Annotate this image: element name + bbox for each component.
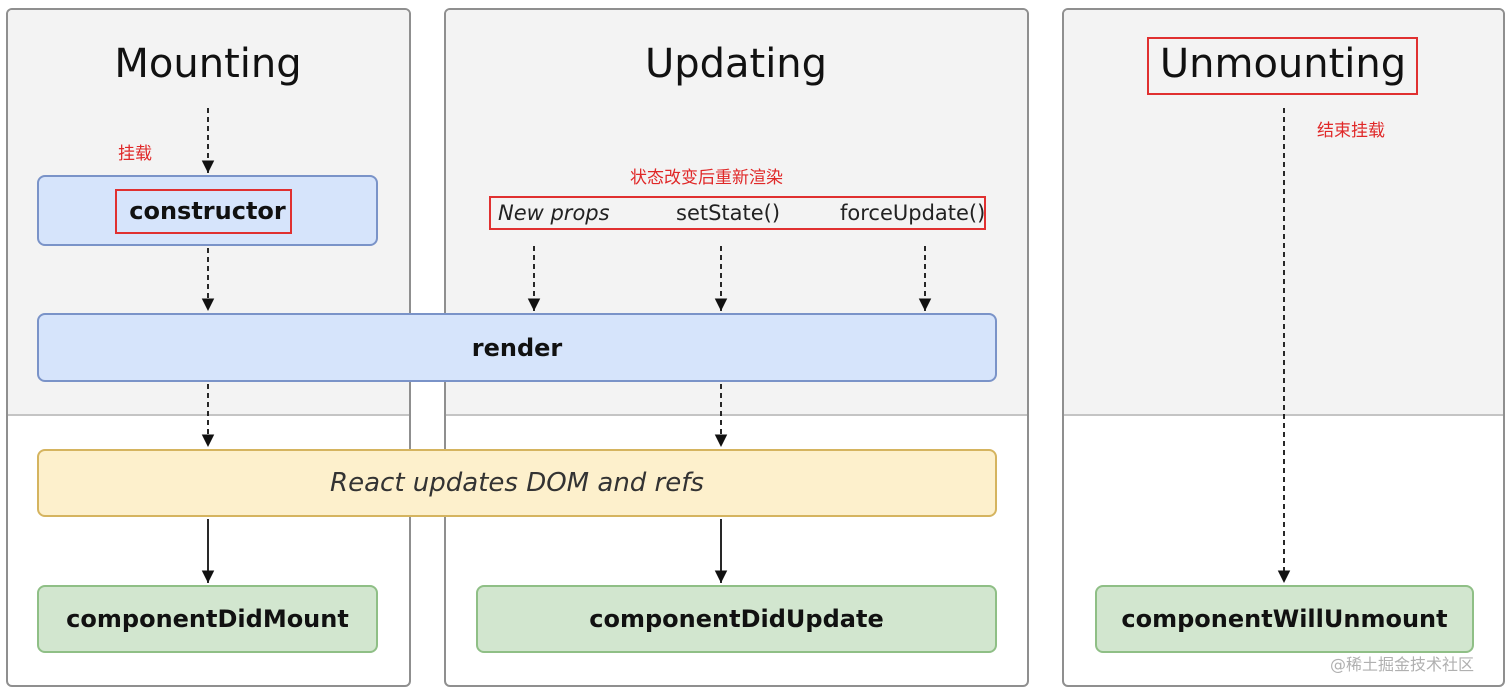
constructor-highlight xyxy=(115,189,292,234)
component-did-update-node: componentDidUpdate xyxy=(476,585,997,653)
react-updates-node: React updates DOM and refs xyxy=(37,449,997,517)
unmounting-note: 结束挂载 xyxy=(1317,121,1385,141)
updating-title: Updating xyxy=(644,41,828,87)
render-label: render xyxy=(471,333,563,362)
trigger-set-state: setState() xyxy=(676,201,781,225)
trigger-force-update: forceUpdate() xyxy=(840,201,986,225)
updating-note: 状态改变后重新渲染 xyxy=(630,168,783,188)
constructor-node: constructor xyxy=(37,175,378,246)
component-did-mount-node: componentDidMount xyxy=(37,585,378,653)
watermark: @稀土掘金技术社区 xyxy=(1330,655,1475,674)
react-updates-label: React updates DOM and refs xyxy=(330,468,704,498)
unmounting-title-highlight xyxy=(1147,37,1418,95)
mounting-title: Mounting xyxy=(114,41,302,87)
constructor-label: constructor xyxy=(129,196,286,225)
unmounting-title: Unmounting xyxy=(1159,41,1407,87)
render-node: render xyxy=(37,313,997,382)
triggers-highlight xyxy=(489,196,986,230)
component-did-update-label: componentDidUpdate xyxy=(589,605,884,633)
component-did-mount-label: componentDidMount xyxy=(66,605,349,633)
component-will-unmount-node: componentWillUnmount xyxy=(1095,585,1474,653)
mounting-note: 挂载 xyxy=(118,144,152,164)
trigger-new-props: New props xyxy=(498,201,610,225)
component-will-unmount-label: componentWillUnmount xyxy=(1121,605,1448,633)
